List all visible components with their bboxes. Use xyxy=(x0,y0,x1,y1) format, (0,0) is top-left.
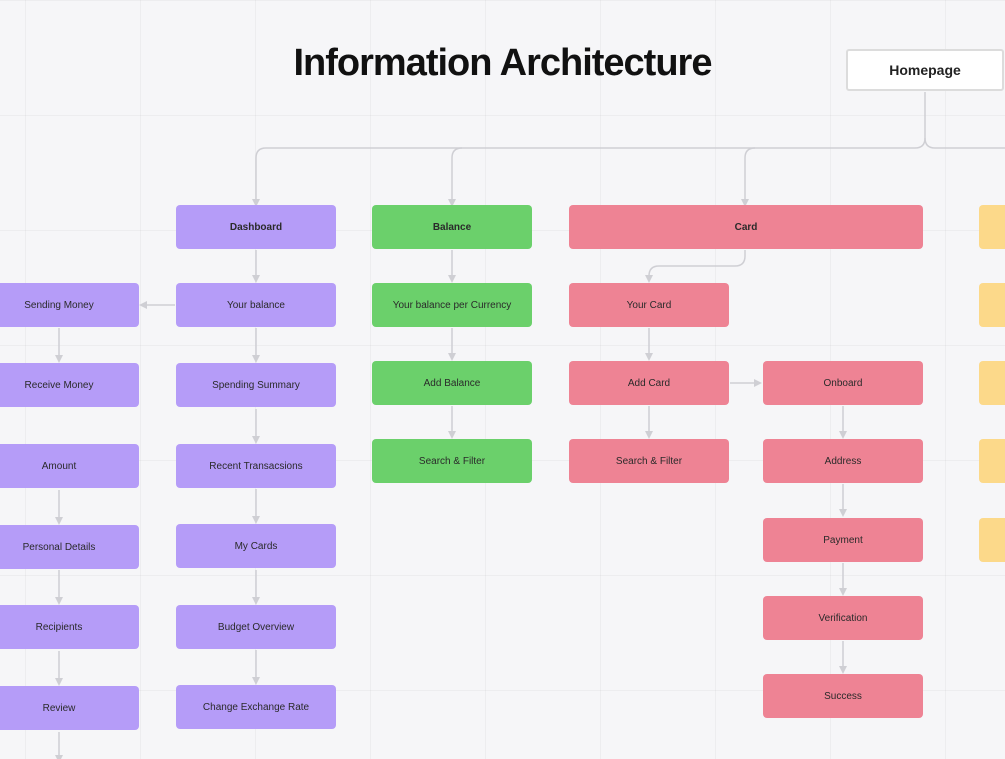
yellow-node-1[interactable] xyxy=(979,205,1005,249)
receive-money-node[interactable]: Receive Money xyxy=(0,363,139,407)
your-card-node[interactable]: Your Card xyxy=(569,283,729,327)
address-node[interactable]: Address xyxy=(763,439,923,483)
review-node[interactable]: Review xyxy=(0,686,139,730)
recent-transactions-node[interactable]: Recent Transacsions xyxy=(176,444,336,488)
sending-money-node[interactable]: Sending Money xyxy=(0,283,139,327)
card-node[interactable]: Card xyxy=(569,205,923,249)
dashboard-node[interactable]: Dashboard xyxy=(176,205,336,249)
personal-details-node[interactable]: Personal Details xyxy=(0,525,139,569)
yellow-node-4[interactable] xyxy=(979,439,1005,483)
verification-node[interactable]: Verification xyxy=(763,596,923,640)
add-card-node[interactable]: Add Card xyxy=(569,361,729,405)
onboard-node[interactable]: Onboard xyxy=(763,361,923,405)
success-node[interactable]: Success xyxy=(763,674,923,718)
homepage-node[interactable]: Homepage xyxy=(846,49,1004,91)
recipients-node[interactable]: Recipients xyxy=(0,605,139,649)
my-cards-node[interactable]: My Cards xyxy=(176,524,336,568)
yellow-node-5[interactable] xyxy=(979,518,1005,562)
yellow-node-3[interactable] xyxy=(979,361,1005,405)
balance-search-filter-node[interactable]: Search & Filter xyxy=(372,439,532,483)
change-exchange-rate-node[interactable]: Change Exchange Rate xyxy=(176,685,336,729)
balance-node[interactable]: Balance xyxy=(372,205,532,249)
card-search-filter-node[interactable]: Search & Filter xyxy=(569,439,729,483)
your-balance-node[interactable]: Your balance xyxy=(176,283,336,327)
add-balance-node[interactable]: Add Balance xyxy=(372,361,532,405)
spending-summary-node[interactable]: Spending Summary xyxy=(176,363,336,407)
budget-overview-node[interactable]: Budget Overview xyxy=(176,605,336,649)
amount-node[interactable]: Amount xyxy=(0,444,139,488)
payment-node[interactable]: Payment xyxy=(763,518,923,562)
yellow-node-2[interactable] xyxy=(979,283,1005,327)
page-title: Information Architecture xyxy=(293,42,713,84)
balance-per-currency-node[interactable]: Your balance per Currency xyxy=(372,283,532,327)
